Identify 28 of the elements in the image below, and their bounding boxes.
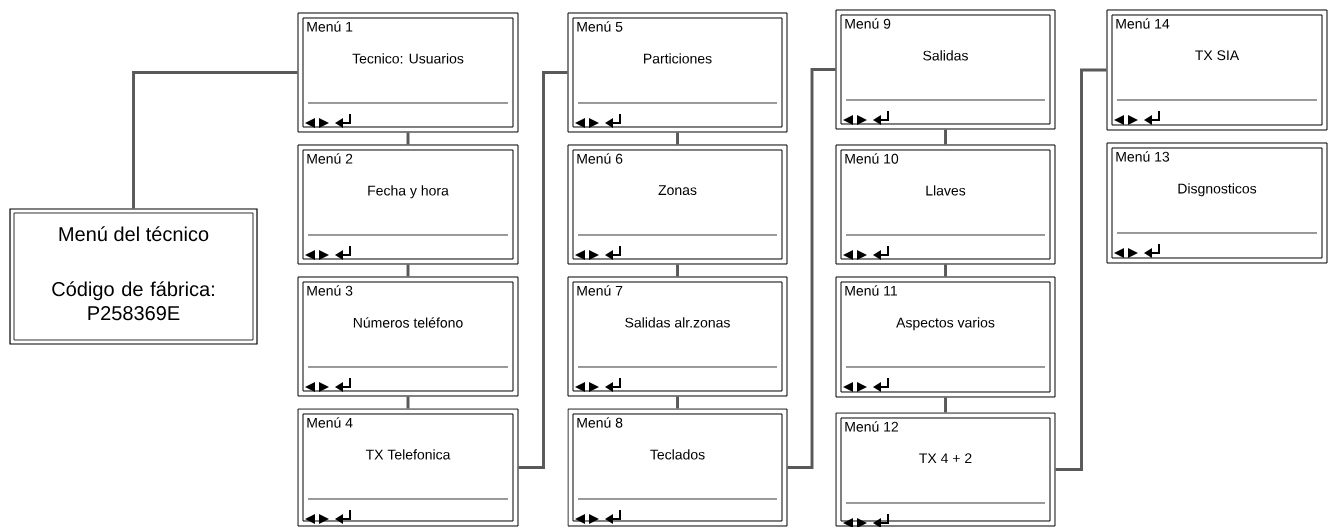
connector-line [1055,68,1107,471]
menu-screen-box: Menú 14 TX SIA [1106,9,1328,131]
menu-screen-box: Menú 11 Aspectos varios [835,276,1056,398]
menu-screen-box: Menú 2 Fecha y hora [297,144,519,265]
menu-screen-box: Menú 6 Zonas [567,144,788,265]
connector-line [944,129,947,145]
connector-line [787,68,836,469]
menu-screen-box: Menú 3 Números teléfono [297,276,519,397]
menu-box: Menú del técnico Código de fábrica: P258369E [9,208,258,345]
menu-screen-box: Menú 12 TX 4 + 2 [835,412,1056,527]
connector-line [518,71,568,469]
connector-line [406,264,410,277]
menu-screen-box: Menú 5 Particiones [567,12,788,133]
menu-screen-box: Menú 13 Disgnosticos [1106,142,1328,264]
menu-screen-box: Menú 8 Teclados [567,408,788,527]
connector-line [132,71,298,209]
menu-screen-box: Menú 4 TX Telefonica [297,408,519,527]
menu-screen-box: Menú 7 Salidas alr.zonas [567,276,788,397]
menu-screen-box: Menú 9 Salidas [835,9,1056,130]
menu-screen-box: Menú 1 Tecnico: Usuarios [297,12,519,133]
connector-line [944,264,947,277]
connector-line [406,132,410,145]
connector-line [676,396,679,409]
connector-line [676,132,679,145]
connector-line [676,264,679,277]
connector-line [406,396,410,409]
menu-screen-box: Menú 10 Llaves [835,144,1056,265]
connector-line [944,397,947,413]
